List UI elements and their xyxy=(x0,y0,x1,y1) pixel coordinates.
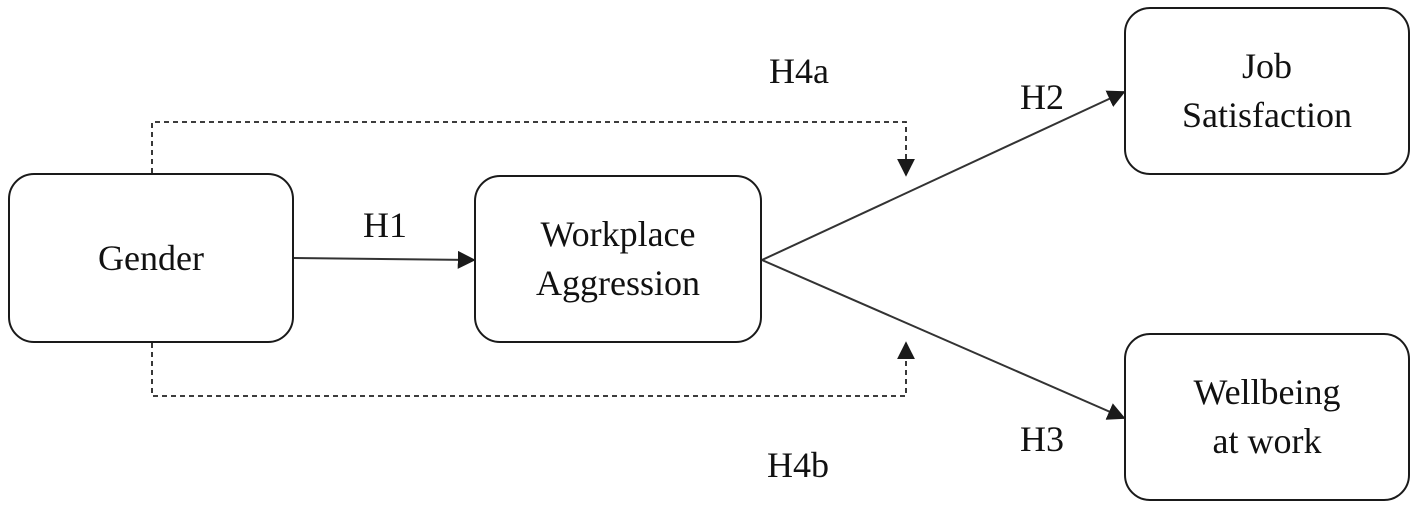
node-wellbeing-line-1: Wellbeing xyxy=(1193,372,1341,413)
node-job-satisfaction-line-2: Satisfaction xyxy=(1182,95,1352,135)
arrow-h3 xyxy=(761,259,1126,420)
node-workplace-aggression-line-2: Aggression xyxy=(536,263,700,303)
dashed-path-h4a xyxy=(151,121,915,177)
arrow-h1 xyxy=(293,250,476,269)
label-h2: H2 xyxy=(1020,77,1064,117)
label-h4a: H4a xyxy=(769,51,829,91)
label-h4b: H4b xyxy=(767,445,829,485)
node-workplace-aggression: Workplace Aggression xyxy=(474,175,762,343)
node-wellbeing-at-work: Wellbeing at work xyxy=(1124,333,1410,501)
label-h3: H3 xyxy=(1020,419,1064,459)
arrow-h2 xyxy=(761,90,1126,261)
node-job-satisfaction-line-1: Job xyxy=(1241,46,1292,87)
node-job-satisfaction: Job Satisfaction xyxy=(1124,7,1410,175)
node-wellbeing-line-2: at work xyxy=(1212,421,1322,461)
node-gender: Gender xyxy=(8,173,294,343)
node-workplace-aggression-line-1: Workplace xyxy=(540,214,696,255)
label-h1: H1 xyxy=(363,205,407,245)
node-gender-line-1: Gender xyxy=(98,237,204,278)
dashed-path-h4b xyxy=(151,341,915,397)
